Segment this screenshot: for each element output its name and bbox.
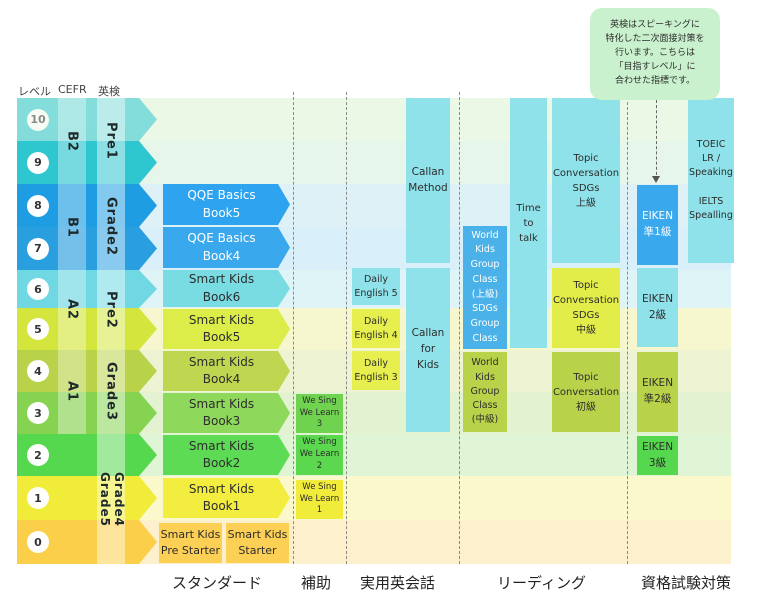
divider-3 xyxy=(459,92,460,564)
eiken-label: Pre2 xyxy=(103,291,119,329)
course-time-to-talk: Time to talk xyxy=(510,98,547,348)
level-strip-10: 10 xyxy=(17,98,157,141)
course-qqe-basics-book4: QQE Basics Book4 xyxy=(163,227,290,268)
divider-2 xyxy=(346,92,347,564)
divider-4 xyxy=(627,92,628,564)
level-number: 8 xyxy=(27,194,49,217)
eiken-label: Grade3 xyxy=(103,362,119,422)
level-number: 2 xyxy=(27,444,49,466)
eiken-pre2: Pre2 xyxy=(97,270,125,350)
level-number: 5 xyxy=(27,318,49,340)
course-daily-english-3: Daily English 3 xyxy=(352,351,400,390)
cefr-label: B1 xyxy=(64,216,80,238)
level-strip-7: 7 xyxy=(17,227,157,270)
level-number: 3 xyxy=(27,402,49,424)
course-eiken-pre1: EIKEN 準1級 xyxy=(637,185,678,265)
course-eiken-pre2: EIKEN 準2級 xyxy=(637,352,678,432)
footer-practical: 実用英会話 xyxy=(360,574,436,592)
course-eiken-2: EIKEN 2級 xyxy=(637,268,678,347)
course-callan-method: Callan Method xyxy=(406,98,450,263)
course-world-kids-upper: World Kids Group Class (上級) SDGs Group C… xyxy=(463,226,507,349)
course-smart-kids-book4: Smart Kids Book4 xyxy=(163,351,290,391)
course-smart-kids-starter: Smart Kids Starter xyxy=(226,523,289,563)
cefr-b1: B1 xyxy=(58,184,86,270)
eiken-label: Pre1 xyxy=(103,122,119,160)
level-number: 4 xyxy=(27,360,49,382)
eiken-grade4-5: Grade4 Grade5 xyxy=(97,434,126,564)
course-qqe-basics-book5: QQE Basics Book5 xyxy=(163,184,290,225)
footer-supplement: 補助 xyxy=(301,574,332,592)
cefr-a2: A2 xyxy=(58,270,86,350)
course-callan-for-kids: Callan for Kids xyxy=(406,268,450,432)
level-number: 10 xyxy=(27,108,49,131)
cefr-a1: A1 xyxy=(58,350,86,434)
eiken-grade2: Grade2 xyxy=(97,184,125,270)
level-strip-0: 0 xyxy=(17,520,157,564)
course-daily-english-4: Daily English 4 xyxy=(352,309,400,348)
course-topic-conversation-middle: Topic Conversation SDGs 中級 xyxy=(552,268,620,348)
course-daily-english-5: Daily English 5 xyxy=(352,268,400,305)
cefr-b2: B2 xyxy=(58,98,86,184)
cefr-label: B2 xyxy=(64,130,80,152)
course-smart-kids-book1: Smart Kids Book1 xyxy=(163,478,290,518)
course-smart-kids-book6: Smart Kids Book6 xyxy=(163,270,290,307)
level-strip-9: 9 xyxy=(17,141,157,184)
cefr-label: A1 xyxy=(64,381,80,403)
divider-1 xyxy=(293,92,294,564)
course-topic-conversation-upper: Topic Conversation SDGs 上級 xyxy=(552,98,620,263)
course-we-sing-we-learn-2: We Sing We Learn 2 xyxy=(296,435,343,475)
header-eiken: 英検 xyxy=(98,85,120,98)
level-strip-2: 2 xyxy=(17,434,157,476)
eiken-label: Grade4 Grade5 xyxy=(98,471,126,527)
course-smart-kids-book2: Smart Kids Book2 xyxy=(163,435,290,475)
course-we-sing-we-learn-1: We Sing We Learn 1 xyxy=(296,480,343,519)
cefr-label: A2 xyxy=(64,299,80,321)
course-smart-kids-pre-starter: Smart Kids Pre Starter xyxy=(159,523,222,563)
course-smart-kids-book3: Smart Kids Book3 xyxy=(163,393,290,433)
course-we-sing-we-learn-3: We Sing We Learn 3 xyxy=(296,394,343,433)
course-topic-conversation-basic: Topic Conversation 初級 xyxy=(552,352,620,432)
level-number: 0 xyxy=(27,531,49,553)
eiken-label: Grade2 xyxy=(103,197,119,257)
callout-pointer-arrowhead xyxy=(652,176,660,183)
level-strip-3: 3 xyxy=(17,392,157,434)
level-number: 9 xyxy=(27,151,49,174)
header-level: レベル xyxy=(18,85,51,98)
level-number: 1 xyxy=(27,487,49,509)
callout-note: 英検はスピーキングに 特化した二次面接対策を 行います。こちらは 「目指すレベル… xyxy=(590,8,720,100)
footer-exam: 資格試験対策 xyxy=(641,574,732,592)
callout-pointer-line xyxy=(656,100,657,180)
footer-standard: スタンダード xyxy=(172,574,263,592)
level-strip-5: 5 xyxy=(17,308,157,350)
course-eiken-3: EIKEN 3級 xyxy=(637,436,678,475)
course-world-kids-middle: World Kids Group Class (中級) xyxy=(463,352,507,432)
course-smart-kids-book5: Smart Kids Book5 xyxy=(163,309,290,349)
eiken-pre1: Pre1 xyxy=(97,98,125,184)
header-cefr: CEFR xyxy=(58,83,87,96)
level-strip-6: 6 xyxy=(17,270,157,308)
course-toeic-ielts: TOEIC LR / Speaking IELTS Spealling xyxy=(688,98,734,263)
footer-reading: リーディング xyxy=(497,574,586,592)
level-strip-4: 4 xyxy=(17,350,157,392)
level-number: 6 xyxy=(27,278,49,300)
level-strip-1: 1 xyxy=(17,476,157,520)
level-strip-8: 8 xyxy=(17,184,157,227)
eiken-grade3: Grade3 xyxy=(97,350,125,434)
level-number: 7 xyxy=(27,237,49,260)
